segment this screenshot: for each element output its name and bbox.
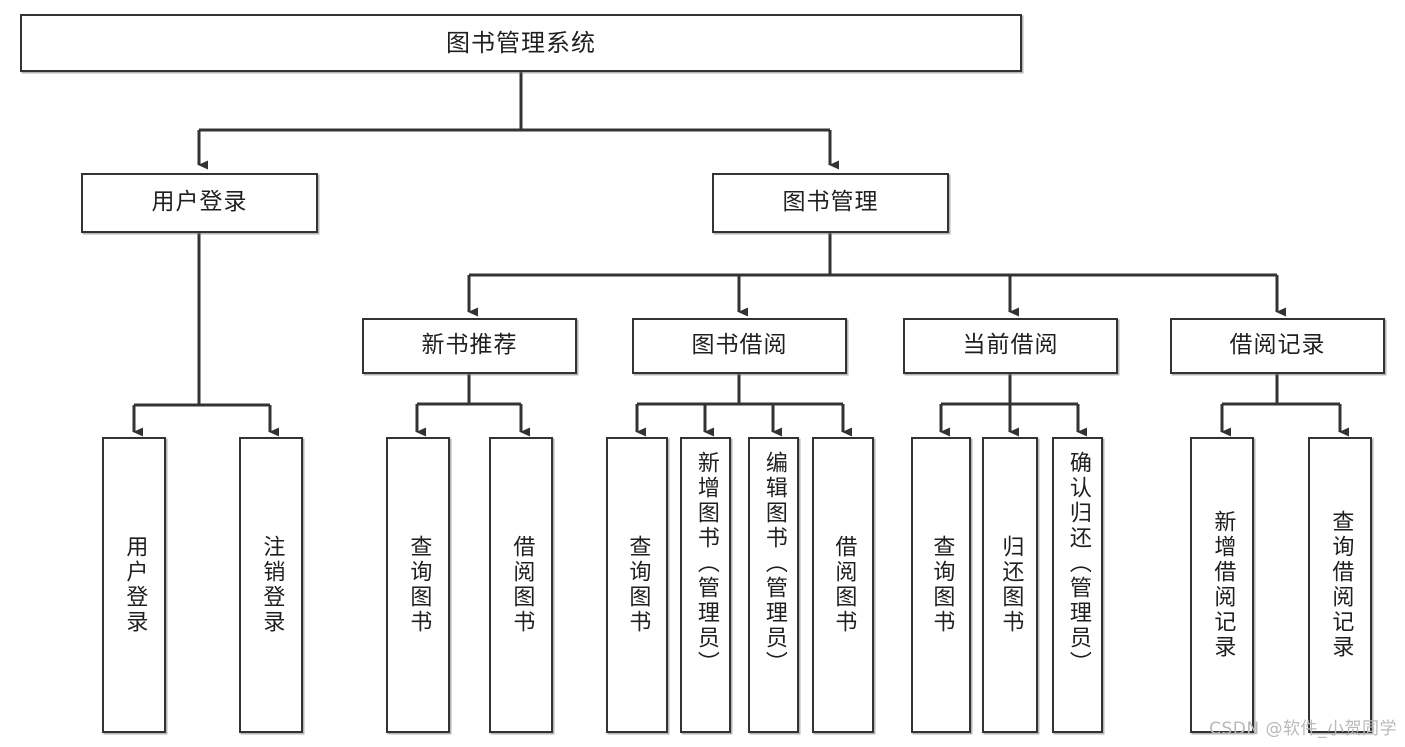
- node-leaf-edit-book-admin[interactable]: 编辑图书（管理员）: [748, 437, 799, 733]
- node-leaf-borrow-books-recommend[interactable]: 借阅图书: [489, 437, 553, 733]
- node-label: 查询图书: [625, 535, 651, 635]
- node-leaf-borrow-books[interactable]: 借阅图书: [812, 437, 874, 733]
- node-leaf-add-borrow-record[interactable]: 新增借阅记录: [1190, 437, 1254, 733]
- node-label: 图书借阅: [691, 332, 788, 359]
- node-label: 借阅记录: [1229, 332, 1326, 359]
- node-leaf-query-borrow-record[interactable]: 查询借阅记录: [1308, 437, 1372, 733]
- node-label: 借阅图书: [509, 535, 535, 635]
- node-label: 用户登录: [151, 189, 248, 216]
- node-leaf-query-books-borrow[interactable]: 查询图书: [606, 437, 668, 733]
- node-label: 确认归还（管理员）: [1065, 451, 1091, 676]
- watermark: CSDN @软件_小贺同学: [1209, 719, 1397, 739]
- node-leaf-logout[interactable]: 注销登录: [239, 437, 303, 733]
- node-label: 图书管理: [782, 189, 879, 216]
- node-leaf-query-books-recommend[interactable]: 查询图书: [386, 437, 450, 733]
- node-book-management[interactable]: 图书管理: [712, 173, 949, 233]
- node-leaf-query-books-current[interactable]: 查询图书: [911, 437, 971, 733]
- node-label: 当前借阅: [962, 332, 1059, 359]
- node-leaf-confirm-return-admin[interactable]: 确认归还（管理员）: [1052, 437, 1103, 733]
- node-label: 编辑图书（管理员）: [761, 451, 787, 676]
- node-label: 归还图书: [998, 535, 1024, 635]
- node-current-borrowing[interactable]: 当前借阅: [903, 318, 1118, 374]
- node-label: 查询图书: [929, 535, 955, 635]
- node-label: 查询图书: [406, 535, 432, 635]
- node-label: 图书管理系统: [446, 28, 596, 57]
- node-label: 用户登录: [122, 535, 148, 635]
- node-label: 新增图书（管理员）: [693, 451, 719, 676]
- node-label: 借阅图书: [831, 535, 857, 635]
- node-leaf-return-books[interactable]: 归还图书: [982, 437, 1038, 733]
- node-label: 注销登录: [259, 535, 285, 635]
- node-label: 新增借阅记录: [1210, 510, 1236, 660]
- node-user-login[interactable]: 用户登录: [81, 173, 318, 233]
- node-new-book-recommendation[interactable]: 新书推荐: [362, 318, 577, 374]
- node-leaf-user-login[interactable]: 用户登录: [102, 437, 166, 733]
- node-root-system[interactable]: 图书管理系统: [20, 14, 1022, 72]
- node-borrowing-records[interactable]: 借阅记录: [1170, 318, 1385, 374]
- node-leaf-add-book-admin[interactable]: 新增图书（管理员）: [680, 437, 731, 733]
- node-label: 查询借阅记录: [1328, 510, 1354, 660]
- node-book-borrowing[interactable]: 图书借阅: [632, 318, 847, 374]
- node-label: 新书推荐: [421, 332, 518, 359]
